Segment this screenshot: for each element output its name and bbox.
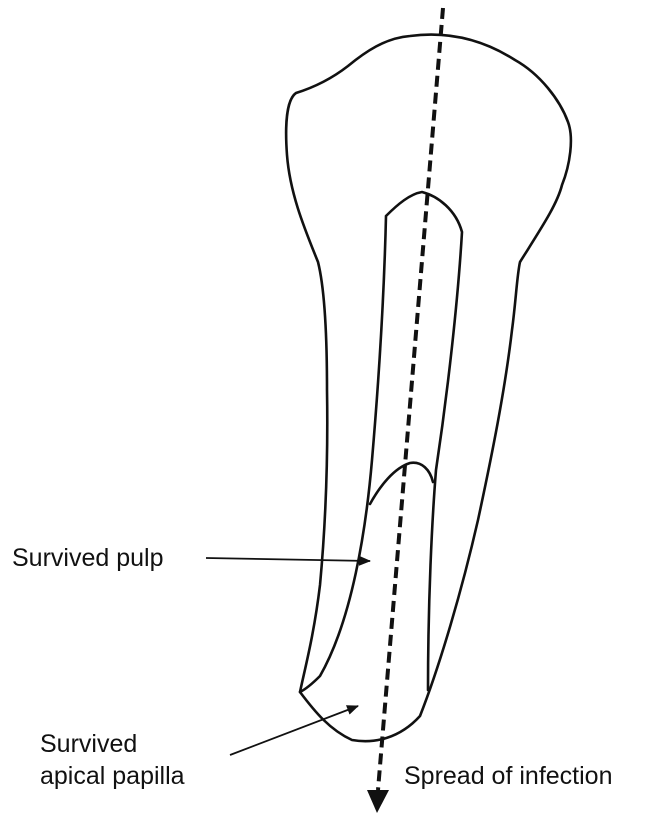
apical-papilla-leader — [230, 706, 358, 755]
apical-papilla-label-line2: apical papilla — [40, 762, 185, 790]
apical-papilla-label-line1: Survived — [40, 730, 137, 758]
infection-spread-path — [378, 8, 443, 790]
pulp-canal-outline — [300, 192, 462, 692]
survived-pulp-label: Survived pulp — [12, 544, 163, 572]
infection-arrowhead — [367, 790, 389, 813]
survived-pulp-leader — [206, 558, 370, 561]
spread-of-infection-label: Spread of infection — [404, 762, 612, 790]
